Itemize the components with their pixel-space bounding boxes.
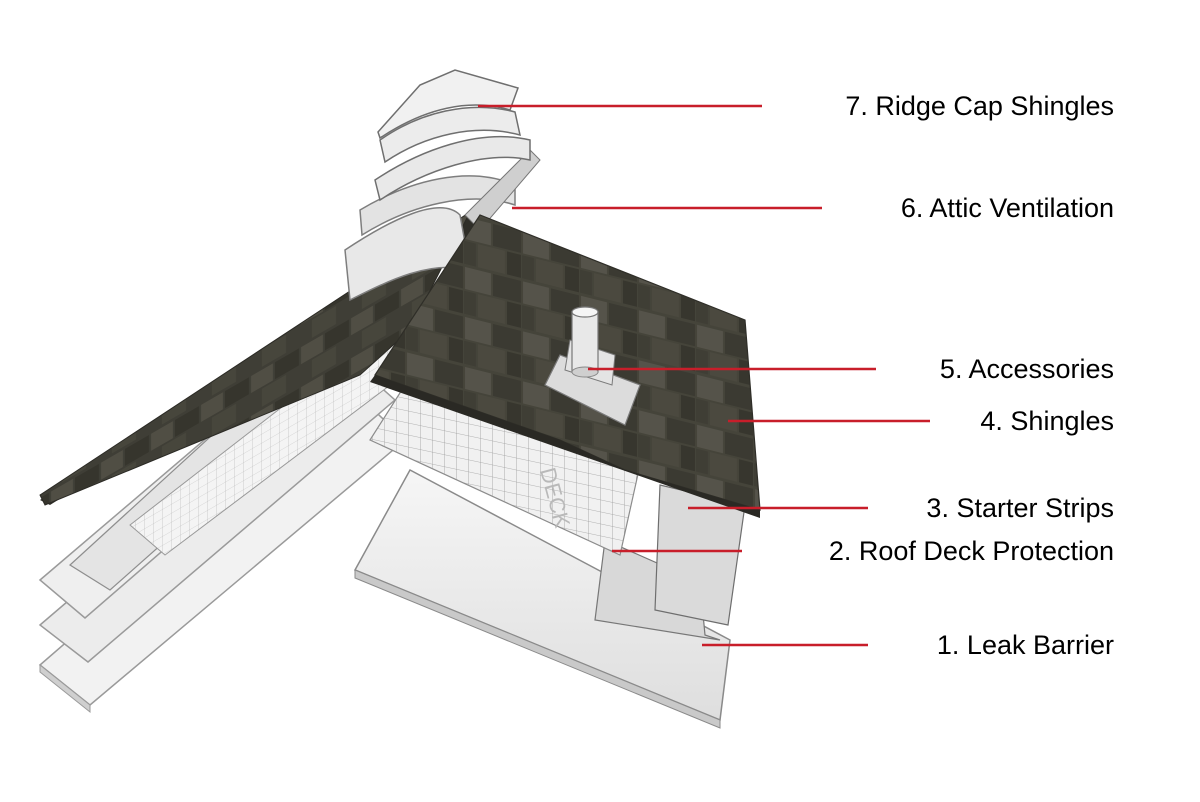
callout-labels: 7. Ridge Cap Shingles 6. Attic Ventilati… (829, 91, 1114, 660)
label-roof-deck-protection: 2. Roof Deck Protection (829, 536, 1114, 566)
label-starter-strips: 3. Starter Strips (926, 493, 1114, 523)
label-leak-barrier: 1. Leak Barrier (937, 630, 1114, 660)
attic-ventilation-layers (344, 149, 541, 302)
pipe-vent-icon (544, 306, 641, 426)
ridge-cap-shingles (374, 69, 531, 202)
label-shingles: 4. Shingles (980, 406, 1114, 436)
label-attic-ventilation: 6. Attic Ventilation (901, 193, 1114, 223)
label-ridge-cap-shingles: 7. Ridge Cap Shingles (845, 91, 1114, 121)
roof-deck-protection-panel: DECK (369, 384, 641, 556)
leader-lines (478, 104, 930, 647)
label-accessories: 5. Accessories (940, 354, 1114, 384)
right-deck-layers (353, 468, 746, 729)
